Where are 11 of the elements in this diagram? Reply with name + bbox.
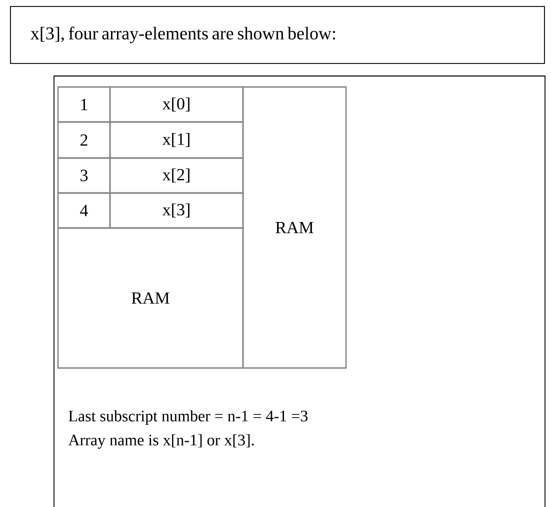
table-cell: RAM — [57, 227, 244, 369]
header-box: x[3], four array-elements are shown below: — [10, 6, 545, 64]
table-cell: RAM — [242, 86, 347, 369]
table-cell: x[2] — [109, 157, 244, 194]
table-cell: x[3] — [109, 192, 244, 229]
table-cell: 4 — [57, 192, 111, 229]
table-cell: 2 — [57, 121, 111, 159]
table-cell: x[1] — [109, 121, 244, 159]
table-cell: 1 — [57, 86, 111, 123]
table-cell: 3 — [57, 157, 111, 194]
table-cell: x[0] — [109, 86, 244, 123]
